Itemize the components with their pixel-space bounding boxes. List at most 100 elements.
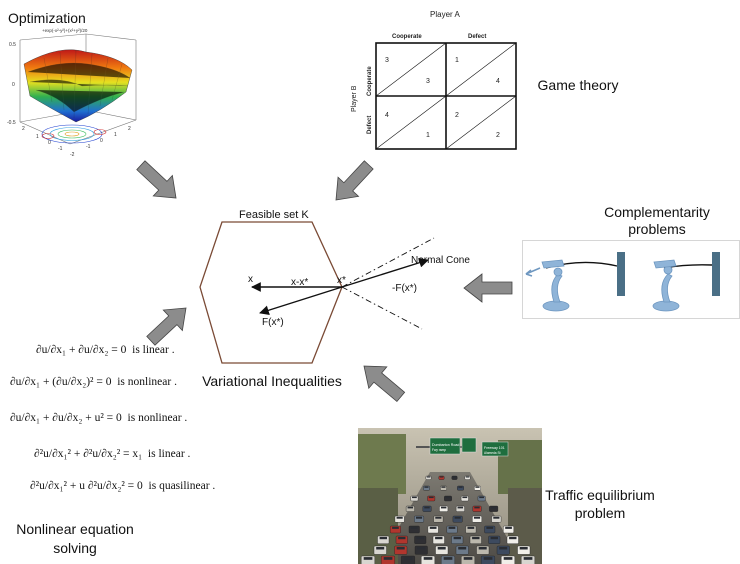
- car-window: [441, 506, 447, 509]
- nonlinear-label-line1: Nonlinear equation: [16, 521, 134, 537]
- equation-5: ∂²u/∂x₁² + u ∂²u/∂x₂² = 0 is quasilinear…: [30, 480, 215, 492]
- arrow-from-optimization: [136, 160, 177, 199]
- equation-1-lhs: ∂u/∂x₁ + ∂u/∂x₂ = 0: [36, 344, 127, 356]
- x-tick: 2: [22, 126, 25, 132]
- car-window: [457, 506, 463, 509]
- variational-inequalities-label: Variational Inequalities: [202, 373, 342, 389]
- equation-3-lhs: ∂u/∂x₁ + ∂u/∂x₂ + u² = 0: [10, 412, 122, 424]
- car-window: [429, 526, 437, 529]
- car-window: [439, 476, 444, 478]
- car-window: [509, 536, 517, 540]
- z-tick: -0.5: [7, 120, 16, 126]
- push-arrowhead: [525, 269, 533, 277]
- car-window: [523, 557, 533, 560]
- column-header-defect: Defect: [468, 34, 486, 40]
- equation-2-lhs: ∂u/∂x₁ + (∂u/∂x₂)² = 0: [10, 376, 112, 388]
- freeway-road: [378, 472, 522, 564]
- car-window: [467, 526, 475, 529]
- nonlinear-label-line2: solving: [53, 540, 97, 556]
- car-window: [379, 536, 387, 540]
- equation-4: ∂²u/∂x₁² + ∂²u/∂x₂² = x₁ is linear .: [34, 448, 190, 460]
- equation-3-note: is nonlinear .: [127, 412, 188, 424]
- car-window: [435, 516, 442, 519]
- payoff-dc-b: 1: [426, 132, 430, 139]
- row-header-defect: Defect: [367, 116, 373, 134]
- car-window: [452, 476, 457, 478]
- car-window: [475, 486, 480, 488]
- car-window: [493, 516, 500, 519]
- y-tick: 1: [114, 132, 117, 138]
- column-header-cooperate: Cooperate: [392, 34, 422, 40]
- wall-right: [712, 252, 720, 296]
- matrix-grid: [375, 42, 517, 150]
- car-window: [383, 557, 393, 560]
- car-window: [463, 557, 473, 560]
- arrow-from-complementarity: [463, 273, 513, 303]
- payoff-cc-a: 3: [385, 57, 389, 64]
- equation-5-note: is quasilinear .: [148, 480, 216, 492]
- car-window: [458, 486, 463, 488]
- nonlinear-label: Nonlinear equation solving: [10, 520, 140, 558]
- contour-lines: [41, 124, 107, 144]
- row-header-cooperate: Cooperate: [367, 66, 373, 96]
- car-window: [403, 557, 413, 560]
- complementarity-label-line1: Complementarity: [604, 204, 710, 220]
- x-tick: -2: [70, 152, 75, 158]
- arrow-from-traffic: [363, 365, 406, 403]
- variational-inequality-diagram: Feasible set K x x-x* x* F(x*) -F(x*) No…: [199, 209, 470, 364]
- car-window: [443, 557, 453, 560]
- car-window: [437, 547, 446, 550]
- car-window: [519, 547, 528, 550]
- equation-2-note: is nonlinear .: [117, 376, 177, 388]
- traffic-photo: Dumbarton Road Fwy ramp Freeway 101 Alam…: [358, 428, 542, 564]
- normal-cone-label: Normal Cone: [411, 255, 470, 266]
- car-window: [483, 557, 493, 560]
- neg-f-xstar-arrow: [341, 257, 429, 288]
- neg-f-xstar-label: -F(x*): [392, 283, 417, 294]
- equation-2: ∂u/∂x₁ + (∂u/∂x₂)² = 0 is nonlinear .: [10, 376, 177, 388]
- arrow-from-game-theory: [335, 160, 374, 201]
- car-queue: [361, 475, 535, 564]
- car-window: [416, 516, 423, 519]
- z-tick: 0: [12, 82, 15, 88]
- car-window: [454, 516, 461, 519]
- equation-4-note: is linear .: [147, 448, 191, 460]
- car-window: [426, 476, 431, 478]
- car-window: [445, 496, 451, 499]
- car-window: [505, 526, 512, 529]
- car-window: [407, 506, 413, 509]
- x-tick: 0: [48, 140, 51, 146]
- optimization-surface-plot: +exp(-x²-y²)+(x²+y²)/20 0.5 0 -0.5 2 1 0: [7, 28, 137, 158]
- car-window: [479, 496, 484, 499]
- robot-arm-left: [541, 259, 570, 312]
- car-window: [435, 536, 443, 540]
- payoff-dd-b: 2: [496, 132, 500, 139]
- game-theory-label: Game theory: [537, 77, 619, 93]
- f-xstar-label: F(x*): [262, 317, 284, 328]
- car-window: [462, 496, 468, 499]
- complementarity-label: Complementarity problems: [592, 204, 722, 238]
- sign-text: Dumbarton Road: [432, 443, 459, 447]
- f-xstar-arrow: [259, 286, 343, 316]
- y-tick: 2: [128, 126, 131, 132]
- payoff-dd-a: 2: [455, 112, 459, 119]
- xstar-label: x*: [337, 275, 346, 286]
- optimization-label: Optimization: [8, 10, 86, 26]
- payoff-dc-a: 4: [385, 112, 389, 119]
- equation-1: ∂u/∂x₁ + ∂u/∂x₂ = 0 is linear .: [36, 344, 175, 356]
- payoff-cc-b: 3: [426, 78, 430, 85]
- car-window: [424, 486, 429, 488]
- car-window: [474, 506, 480, 509]
- car-window: [412, 496, 417, 499]
- equation-4-lhs: ∂²u/∂x₁² + ∂²u/∂x₂² = x₁: [34, 448, 143, 460]
- overhead-signs: Dumbarton Road Fwy ramp Freeway 101 Alam…: [416, 437, 509, 457]
- payoff-cd-a: 1: [455, 57, 459, 64]
- x-label: x: [248, 274, 253, 285]
- car-window: [478, 547, 487, 550]
- car-window: [490, 536, 498, 540]
- car-window: [458, 547, 467, 550]
- car-window: [396, 547, 405, 550]
- payoff-cd-b: 4: [496, 78, 500, 85]
- sign-text: Alameda St: [484, 451, 501, 455]
